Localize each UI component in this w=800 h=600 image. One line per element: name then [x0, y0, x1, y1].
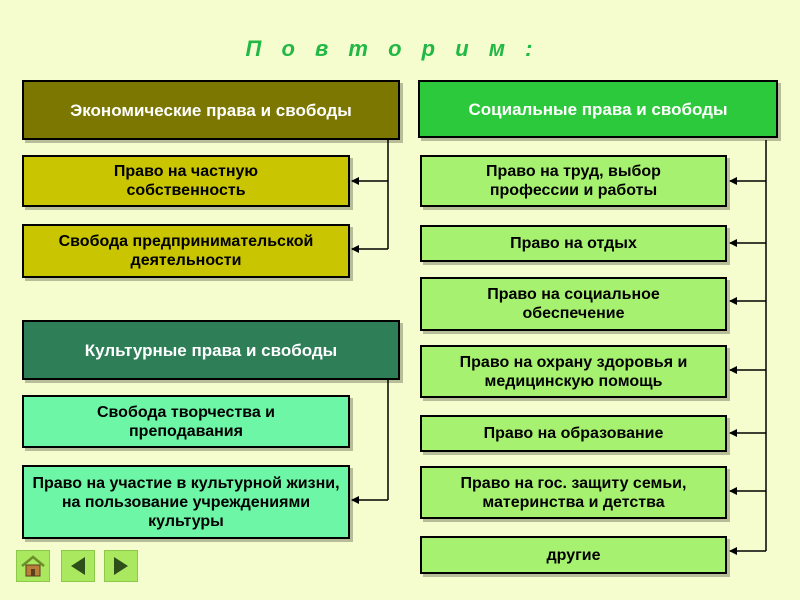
economic-item-private-property: Право на частную собственность — [22, 155, 350, 207]
economic-rights-heading-label: Экономические права и свободы — [70, 100, 352, 120]
social-item-label: Право на отдых — [510, 235, 637, 252]
social-item-label: Право на труд, выбор профессии и работы — [486, 163, 661, 199]
home-button[interactable] — [16, 550, 50, 582]
social-item-label: Право на охрану здоровья и медицинскую п… — [459, 353, 688, 390]
forward-button[interactable] — [104, 550, 138, 582]
social-rights-heading: Социальные права и свободы — [418, 80, 778, 138]
arrow-left-icon — [71, 557, 85, 575]
economic-rights-heading: Экономические права и свободы — [22, 80, 400, 140]
social-item-education: Право на образование — [420, 415, 727, 452]
social-item-label: другие — [546, 546, 601, 564]
social-item-work: Право на труд, выбор профессии и работы — [420, 155, 727, 207]
social-item-rest: Право на отдых — [420, 225, 727, 262]
cultural-rights-heading: Культурные права и свободы — [22, 320, 400, 380]
economic-item-label: Свобода предпринимательской деятельности — [58, 233, 314, 269]
social-item-family: Право на гос. защиту семьи, материнства … — [420, 466, 727, 519]
social-item-label: Право на образование — [483, 425, 664, 442]
economic-item-label: Право на частную собственность — [113, 163, 259, 199]
cultural-rights-heading-label: Культурные права и свободы — [84, 340, 338, 360]
social-item-label: Право на социальное обеспечение — [487, 286, 660, 322]
social-item-other: другие — [420, 536, 727, 574]
arrow-right-icon — [114, 557, 128, 575]
cultural-item-label: Свобода творчества и преподавания — [96, 403, 276, 440]
economic-item-entrepreneurship: Свобода предпринимательской деятельности — [22, 224, 350, 278]
social-item-social-security: Право на социальное обеспечение — [420, 277, 727, 331]
back-button[interactable] — [61, 550, 95, 582]
social-item-health: Право на охрану здоровья и медицинскую п… — [420, 345, 727, 398]
cultural-item-label: Право на участие в культурной жизни, на … — [32, 474, 340, 530]
cultural-item-creativity: Свобода творчества и преподавания — [22, 395, 350, 448]
home-icon — [21, 555, 45, 577]
cultural-item-participation: Право на участие в культурной жизни, на … — [22, 465, 350, 539]
social-rights-heading-label: Социальные права и свободы — [468, 99, 728, 119]
social-item-label: Право на гос. защиту семьи, материнства … — [460, 474, 687, 511]
page-title: П о в т о р и м : — [245, 36, 540, 61]
